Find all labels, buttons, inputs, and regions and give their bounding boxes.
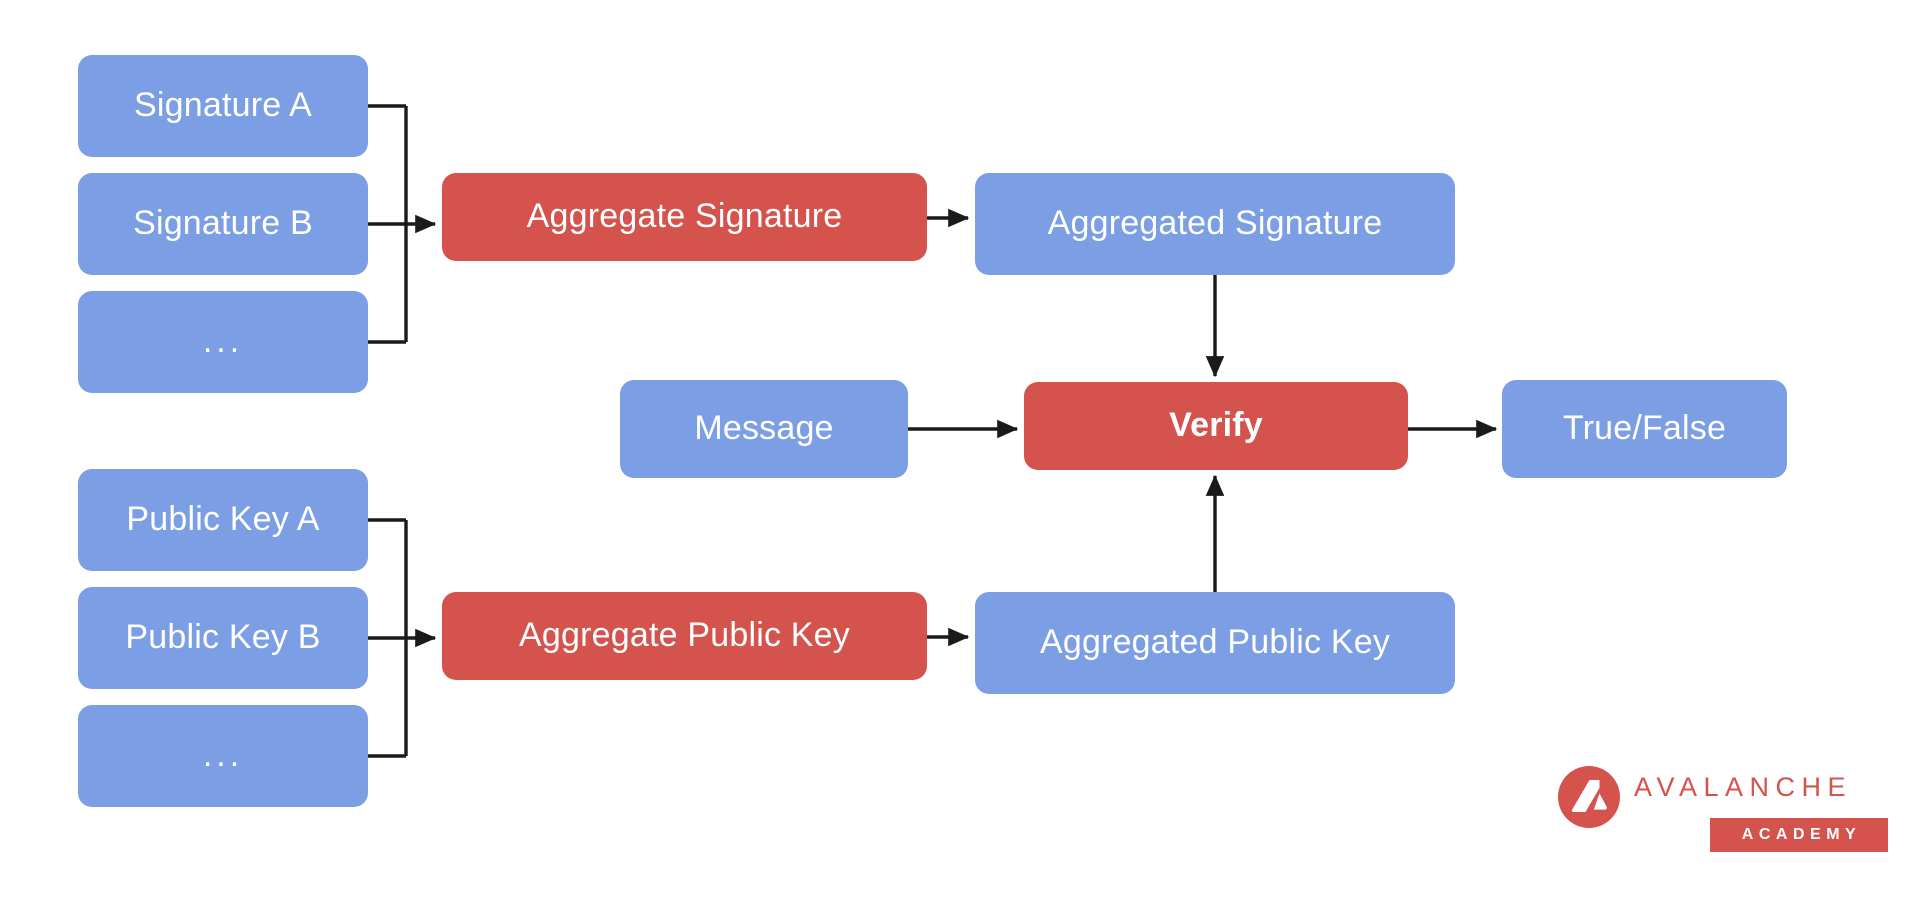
node-aggregated-signature[interactable]: Aggregated Signature [975,173,1455,275]
node-label: Public Key A [126,500,320,539]
node-signature-a[interactable]: Signature A [78,55,368,157]
node-label: Signature B [133,204,313,243]
avalanche-academy-logo: AVALANCHE ACADEMY [1558,762,1888,858]
node-label: Verify [1169,406,1263,445]
node-label: Signature A [134,86,312,125]
node-label: Public Key B [125,618,321,657]
logo-academy-label: ACADEMY [1741,826,1862,843]
node-label: ... [202,736,244,775]
node-aggregated-public-key[interactable]: Aggregated Public Key [975,592,1455,694]
node-true-false[interactable]: True/False [1502,380,1787,478]
logo-academy-badge: ACADEMY [1710,818,1888,852]
node-label: Aggregate Signature [526,197,843,236]
node-label: Aggregated Public Key [1039,623,1391,662]
avalanche-a-mark-icon [1558,766,1620,828]
node-signature-more[interactable]: ... [78,291,368,393]
node-label: ... [202,322,244,361]
node-aggregate-public-key[interactable]: Aggregate Public Key [442,592,927,680]
node-label: Aggregated Signature [1047,204,1383,243]
node-aggregate-signature[interactable]: Aggregate Signature [442,173,927,261]
node-verify[interactable]: Verify [1024,382,1408,470]
node-label: Aggregate Public Key [519,616,850,655]
logo-wordmark: AVALANCHE [1634,772,1853,802]
node-public-key-more[interactable]: ... [78,705,368,807]
node-public-key-b[interactable]: Public Key B [78,587,368,689]
node-label: True/False [1562,409,1727,448]
edge-public-key-bus [368,518,437,758]
node-label: Message [694,409,834,448]
node-message[interactable]: Message [620,380,908,478]
edge-signature-bus [368,104,437,344]
node-signature-b[interactable]: Signature B [78,173,368,275]
node-public-key-a[interactable]: Public Key A [78,469,368,571]
